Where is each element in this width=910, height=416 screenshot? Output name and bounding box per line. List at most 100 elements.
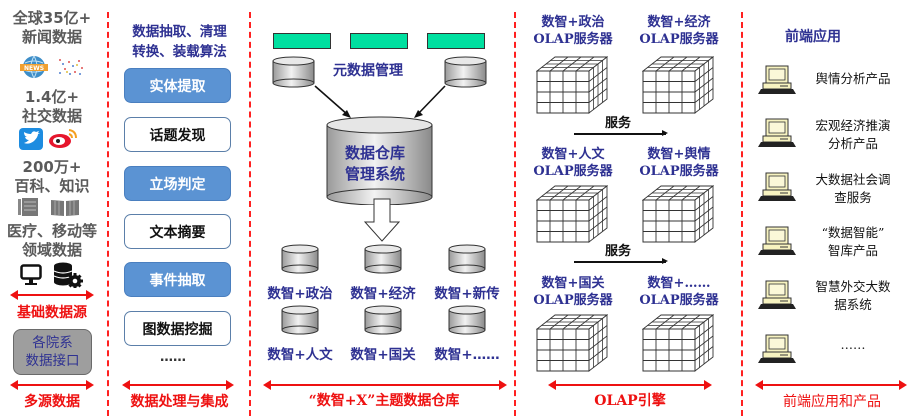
olap-server-type: OLAP服务器 <box>639 164 719 179</box>
processing-title: 数据抽取、清理 转换、装载算法 <box>112 22 247 62</box>
app-item[interactable]: 舆情分析产品 <box>798 70 908 88</box>
computer-icon <box>758 172 796 201</box>
olap-server-label: 数智+政治 OLAP服务器 <box>518 14 628 48</box>
app-item-label: “数据智能” <box>821 225 885 240</box>
processing-title-line: 转换、装载算法 <box>132 44 227 60</box>
dbms-cylinder <box>326 116 433 205</box>
source-count: 医疗、移动等 <box>6 222 97 240</box>
olap-cube-icon <box>536 314 608 372</box>
source-type: 新闻数据 <box>21 28 82 46</box>
base-source-arrow <box>10 290 94 300</box>
service-arrow <box>574 258 668 264</box>
app-item-label: 分析产品 <box>827 136 878 151</box>
source-type: 社交数据 <box>21 107 82 125</box>
book-icon <box>51 200 79 216</box>
step-topic-discovery[interactable]: 话题发现 <box>124 117 231 152</box>
computer-icon <box>758 334 796 363</box>
section-divider <box>741 12 743 416</box>
olap-cube-icon <box>536 56 608 114</box>
olap-arrow <box>548 380 712 390</box>
step-graph-mining[interactable]: 图数据挖掘 <box>124 311 231 346</box>
section-divider <box>107 12 109 416</box>
step-stance-detection[interactable]: 立场判定 <box>124 166 231 201</box>
app-item-label: 查服务 <box>834 190 872 205</box>
section-divider <box>249 12 251 416</box>
theme-cylinders <box>281 244 486 335</box>
processing-ellipsis: …… <box>160 350 186 365</box>
theme-cylinder <box>281 244 319 274</box>
metadata-bar <box>350 33 408 49</box>
database-gear-icon <box>53 262 83 288</box>
weibo-icon <box>49 129 77 148</box>
olap-server-name: 数智+国关 <box>541 276 605 291</box>
source-count: 1.4亿+ <box>24 88 80 106</box>
theme-cylinder <box>448 305 486 335</box>
service-label: 服务 <box>605 116 632 131</box>
dbms-label: 数据仓库 管理系统 <box>335 143 415 185</box>
app-item[interactable]: 智慧外交大数 据系统 <box>798 278 908 314</box>
olap-cube-icon <box>642 185 714 243</box>
computer-icon <box>758 226 796 255</box>
step-text-summary[interactable]: 文本摘要 <box>124 214 231 249</box>
olap-server-type: OLAP服务器 <box>533 164 613 179</box>
app-item[interactable]: 宏观经济推演 分析产品 <box>798 117 908 153</box>
source-social-title: 1.4亿+ 社交数据 <box>0 88 104 126</box>
step-event-extraction[interactable]: 事件抽取 <box>124 262 231 297</box>
olap-server-label: 数智+人文 OLAP服务器 <box>518 146 628 180</box>
multi-source-arrow <box>10 380 94 390</box>
source-count: 全球35亿+ <box>12 9 92 27</box>
metadata-bar <box>273 33 331 49</box>
theme-cylinder <box>364 305 402 335</box>
interface-label: 数据接口 <box>25 353 80 369</box>
arrow-right <box>416 85 446 116</box>
app-item-label: 智慧外交大数 <box>815 279 891 294</box>
dbms-label-line: 数据仓库 <box>344 144 405 162</box>
source-encyclopedia-title: 200万+ 百科、知识 <box>0 158 104 196</box>
app-item[interactable]: “数据智能” 智库产品 <box>798 224 908 260</box>
step-entity-extraction[interactable]: 实体提取 <box>124 68 231 103</box>
app-item[interactable]: 大数据社会调 查服务 <box>798 171 908 207</box>
interface-label: 各院系 <box>32 335 73 351</box>
frontend-section-label: 前端应用和产品 <box>783 394 881 410</box>
multi-source-section-label: 多源数据 <box>24 394 80 410</box>
section-divider <box>514 12 516 416</box>
theme-cylinder <box>281 305 319 335</box>
theme-humanities: 数智+人文 <box>267 347 333 363</box>
processing-section-label: 数据处理与集成 <box>130 394 229 410</box>
olap-cube-icon <box>642 314 714 372</box>
olap-server-type: OLAP服务器 <box>639 293 719 308</box>
app-item-label: …… <box>840 337 866 352</box>
olap-server-name: 数智+人文 <box>541 147 605 162</box>
warehouse-diagram <box>272 56 487 205</box>
dbms-label-line: 管理系统 <box>344 165 405 183</box>
olap-server-name: 数智+舆情 <box>647 147 711 162</box>
processing-title-line: 数据抽取、清理 <box>132 24 227 40</box>
computer-icon <box>758 65 796 94</box>
olap-server-label: 数智+…… OLAP服务器 <box>624 275 734 309</box>
olap-server-label: 数智+经济 OLAP服务器 <box>624 14 734 48</box>
olap-server-type: OLAP服务器 <box>639 32 719 47</box>
app-item[interactable]: …… <box>798 336 908 354</box>
theme-cylinder <box>364 244 402 274</box>
theme-media: 数智+新传 <box>434 286 500 302</box>
app-item-label: 宏观经济推演 <box>815 118 891 133</box>
processing-arrow <box>122 380 234 390</box>
service-arrow <box>574 130 668 136</box>
monitor-icon <box>20 264 42 285</box>
theme-cylinder <box>448 244 486 274</box>
olap-cube-icon <box>642 56 714 114</box>
source-domain-title: 医疗、移动等 领域数据 <box>0 222 104 260</box>
down-arrow-icon <box>363 198 401 242</box>
source-news-title: 全球35亿+ 新闻数据 <box>0 9 104 47</box>
theme-more: 数智+…… <box>434 347 500 363</box>
olap-cube-icon <box>536 185 608 243</box>
app-item-label: 大数据社会调 <box>815 172 891 187</box>
warehouse-arrow <box>263 380 507 390</box>
olap-server-type: OLAP服务器 <box>533 293 613 308</box>
department-interface-button[interactable]: 各院系 数据接口 <box>13 329 92 375</box>
olap-server-name: 数智+经济 <box>647 15 711 30</box>
theme-politics: 数智+政治 <box>267 286 333 302</box>
olap-server-name: 数智+…… <box>647 276 711 291</box>
app-item-label: 据系统 <box>834 297 872 312</box>
computer-icon <box>758 118 796 147</box>
